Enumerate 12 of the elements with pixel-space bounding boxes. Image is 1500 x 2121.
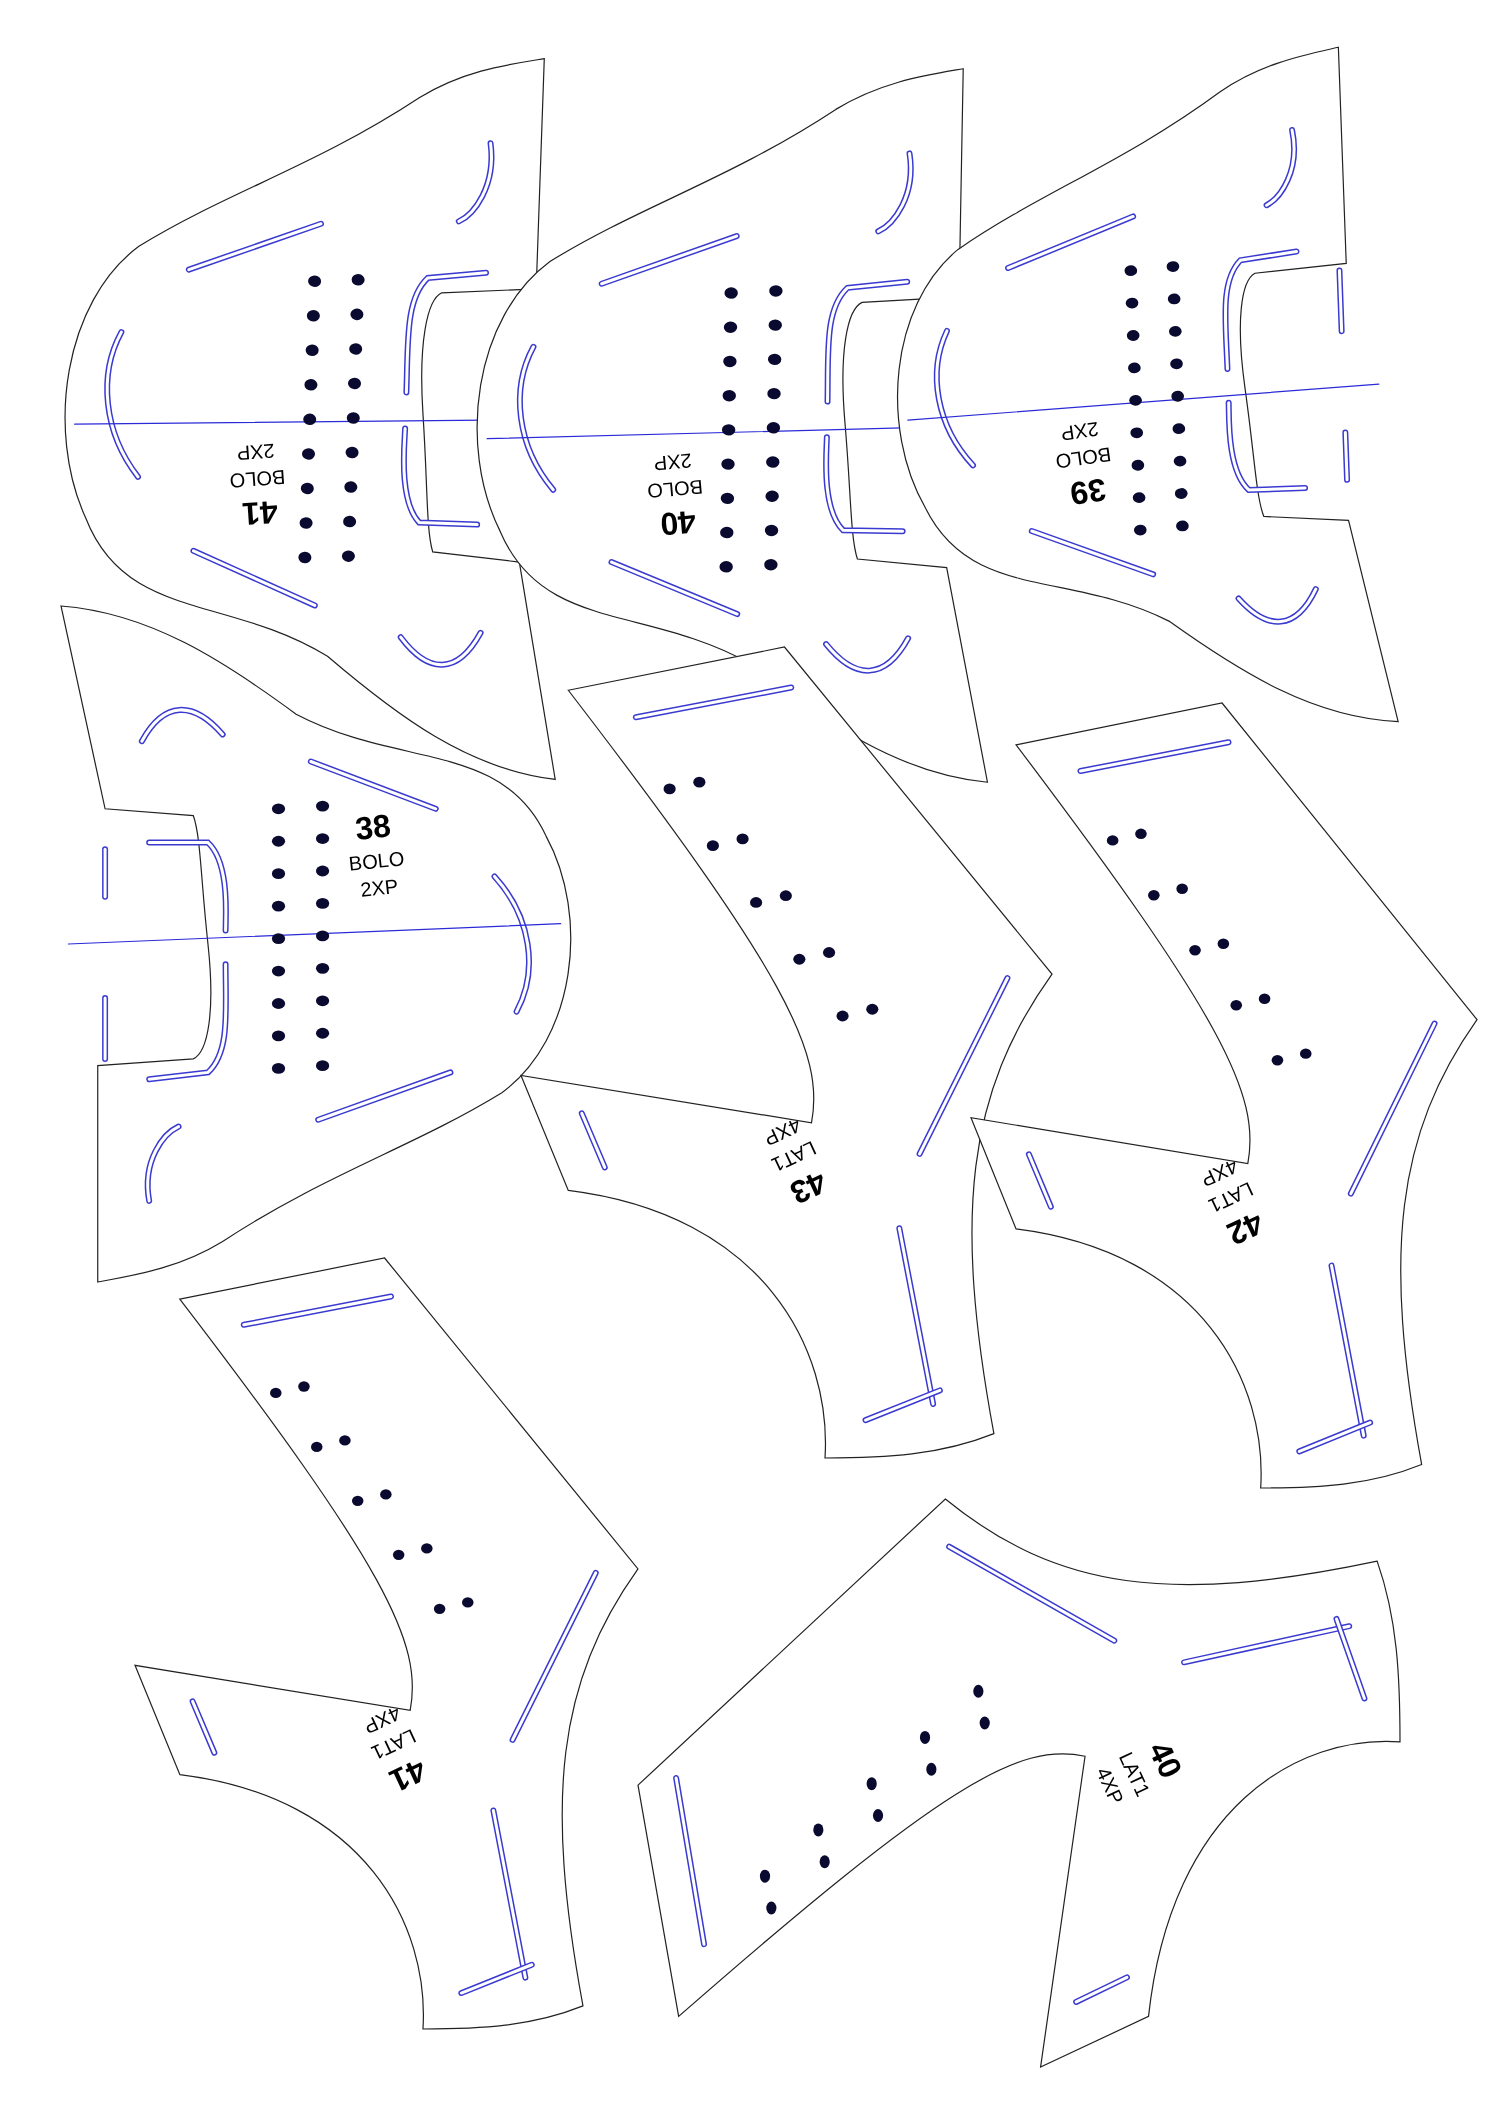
piece-code: BOLO — [1054, 442, 1113, 473]
piece-code: BOLO — [347, 846, 405, 876]
size-number: 38 — [352, 807, 393, 848]
size-number: 39 — [1068, 470, 1109, 513]
quantity-label: 2XP — [358, 874, 399, 902]
piece-code: BOLO — [229, 464, 287, 492]
quantity-label: 2XP — [1059, 416, 1101, 445]
quantity-label: 2XP — [652, 448, 693, 475]
size-number: 40 — [658, 502, 697, 543]
quantity-label: 2XP — [235, 438, 276, 465]
size-number: 41 — [240, 492, 279, 532]
piece-code: BOLO — [646, 474, 704, 503]
